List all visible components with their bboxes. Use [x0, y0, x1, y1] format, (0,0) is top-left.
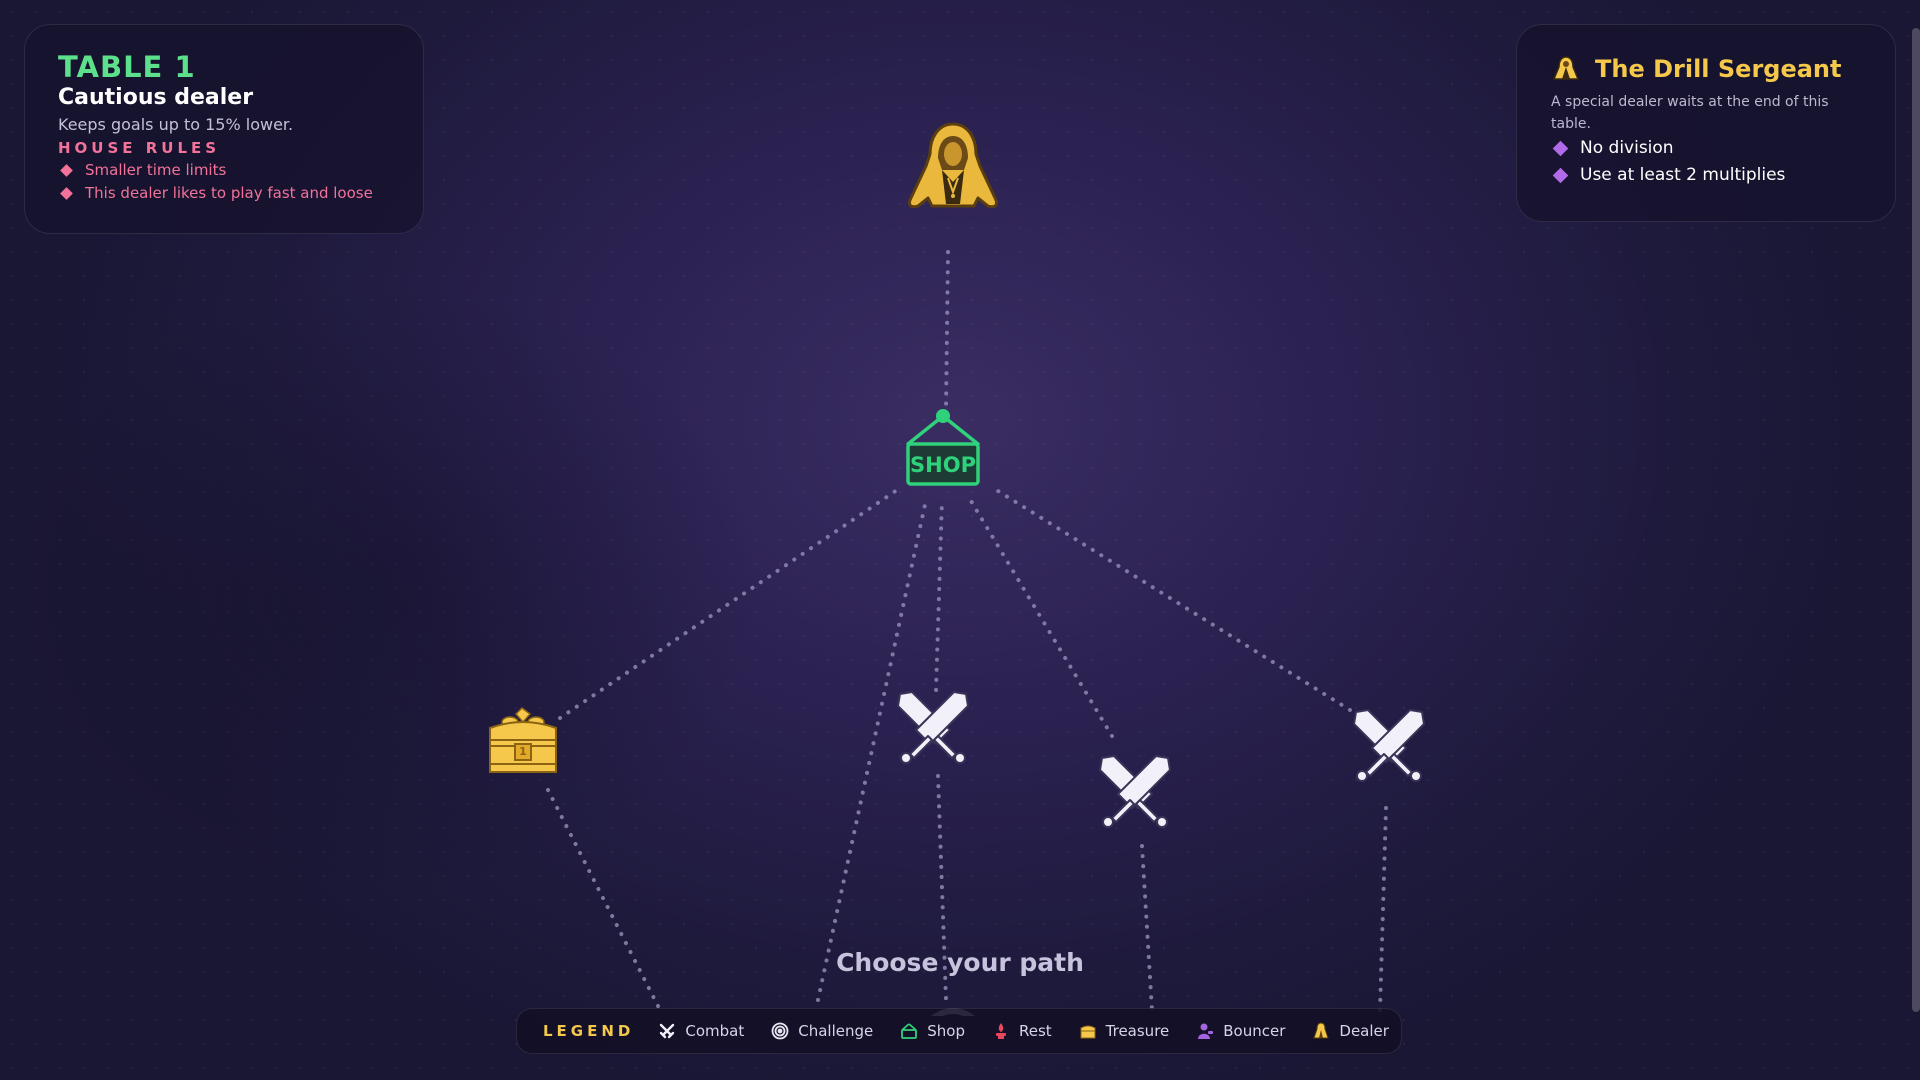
crossed-swords-icon	[897, 691, 969, 764]
legend-item-shop: Shop	[900, 1022, 965, 1040]
dealer-name: Cautious dealer	[58, 85, 254, 110]
boss-description: A special dealer waits at the end of thi…	[1551, 94, 1829, 132]
legend-item-treasure: Treasure	[1079, 1022, 1170, 1040]
dealer-description: Keeps goals up to 15% lower.	[58, 115, 294, 134]
path-treasure-to-shop	[558, 486, 902, 720]
dealer-node[interactable]	[898, 118, 1008, 218]
treasure-chest-icon	[489, 707, 557, 773]
dealer-icon	[1552, 56, 1580, 80]
table-info-panel: TABLE 1 Cautious dealer Keeps goals up t…	[24, 24, 424, 234]
diamond-bullet-icon	[1552, 167, 1569, 184]
boss-title: The Drill Sergeant	[1595, 55, 1842, 83]
shop-icon	[900, 1022, 918, 1040]
dealer-icon	[1312, 1022, 1330, 1040]
legend-item-bouncer: Bouncer	[1196, 1022, 1285, 1040]
legend-label: Combat	[685, 1022, 745, 1040]
target-icon	[771, 1022, 789, 1040]
table-title: TABLE 1	[58, 50, 196, 84]
dealer-icon	[908, 122, 998, 209]
shop-sign-label: SHOP	[910, 453, 976, 477]
legend-label: Challenge	[798, 1022, 874, 1040]
bouncer-icon	[1196, 1022, 1214, 1040]
legend-item-combat: Combat	[658, 1022, 744, 1040]
boss-info-panel: The Drill Sergeant A special dealer wait…	[1516, 24, 1896, 222]
path-lower-to-shop	[816, 498, 928, 1002]
boss-rule-item: Use at least 2 multiplies	[1551, 162, 1895, 189]
path-combat3-down	[1378, 806, 1388, 1012]
scrollbar[interactable]	[1912, 28, 1920, 1012]
legend-label: Treasure	[1105, 1022, 1170, 1040]
treasure-chest-label: 1	[519, 745, 527, 758]
boss-heading: The Drill Sergeant	[1551, 53, 1895, 85]
choose-path-prompt: Choose your path	[836, 948, 1084, 977]
house-rules-heading: HOUSE RULES	[58, 139, 221, 157]
diamond-bullet-icon	[60, 187, 73, 200]
house-rule-item: Smaller time limits	[58, 159, 423, 182]
rest-icon	[992, 1022, 1010, 1040]
boss-rule-text: Use at least 2 multiplies	[1580, 165, 1786, 185]
diamond-bullet-icon	[60, 164, 73, 177]
legend-item-challenge: Challenge	[771, 1022, 873, 1040]
path-treasure-down	[546, 788, 662, 1012]
crossed-swords-icon	[1353, 709, 1425, 782]
crossed-swords-icon	[1099, 755, 1171, 828]
legend-label: Rest	[1018, 1022, 1052, 1040]
shop-icon	[906, 409, 980, 486]
path-shop-to-dealer	[944, 250, 950, 410]
path-combat3-to-shop	[988, 484, 1352, 712]
boss-rule-item: No division	[1551, 135, 1895, 162]
legend-item-rest: Rest	[992, 1022, 1052, 1040]
combat-node[interactable]	[1094, 750, 1176, 832]
treasure-icon	[1079, 1022, 1097, 1040]
diamond-bullet-icon	[1552, 140, 1569, 157]
swords-icon	[658, 1022, 676, 1040]
path-combat1-down	[936, 774, 948, 1002]
legend-label: Bouncer	[1223, 1022, 1286, 1040]
path-combat1-to-shop	[934, 498, 944, 692]
shop-node[interactable]: SHOP	[900, 404, 986, 488]
legend-bar: LEGEND Combat Challenge Shop Rest Treasu…	[516, 1008, 1402, 1054]
path-combat2-down	[1140, 844, 1154, 1012]
boss-rule-text: No division	[1580, 138, 1674, 158]
house-rule-text: Smaller time limits	[85, 161, 227, 179]
legend-item-dealer: Dealer	[1312, 1022, 1389, 1040]
house-rule-item: This dealer likes to play fast and loose	[58, 182, 423, 205]
legend-label: Dealer	[1339, 1022, 1389, 1040]
combat-node[interactable]	[892, 686, 974, 768]
legend-label: Shop	[927, 1022, 965, 1040]
house-rule-text: This dealer likes to play fast and loose	[85, 184, 373, 202]
path-combat2-to-shop	[966, 494, 1114, 738]
treasure-node[interactable]: 1	[486, 706, 560, 774]
combat-node[interactable]	[1348, 704, 1430, 786]
legend-title: LEGEND	[543, 1022, 635, 1040]
